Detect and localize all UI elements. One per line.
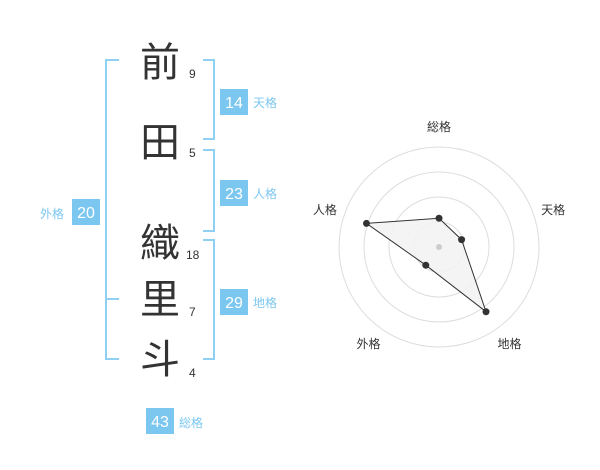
radar-center-dot bbox=[436, 244, 442, 250]
name-char-2: 田 bbox=[140, 120, 180, 166]
name-char-4: 里 bbox=[140, 277, 180, 323]
stroke-count-2: 5 bbox=[189, 146, 196, 160]
radar-point-5 bbox=[362, 219, 370, 227]
brackets bbox=[105, 59, 215, 360]
badge-gaikaku-value: 20 bbox=[77, 205, 95, 222]
stroke-count-4: 7 bbox=[189, 305, 196, 319]
radar-axis-label-3: 地格 bbox=[497, 336, 521, 351]
radar-point-3 bbox=[482, 308, 490, 316]
radar-axis-label-5: 人格 bbox=[313, 202, 337, 217]
radar-point-4 bbox=[422, 261, 430, 269]
radar-axis-label-2: 天格 bbox=[541, 202, 565, 217]
radar-ring bbox=[338, 146, 540, 348]
badge-gaikaku-label: 外格 bbox=[40, 206, 64, 221]
radar-ring bbox=[388, 196, 490, 298]
bracket-tenkaku bbox=[203, 59, 215, 140]
badge-tenkaku-box bbox=[220, 89, 248, 115]
badge-tenkaku-value: 14 bbox=[225, 95, 243, 112]
radar-ring bbox=[363, 171, 515, 323]
badge-soukaku: 43 総格 bbox=[146, 408, 203, 434]
name-char-5: 斗 bbox=[140, 337, 180, 383]
bracket-jinkaku bbox=[203, 149, 215, 232]
badge-gaikaku: 外格 20 bbox=[40, 199, 100, 225]
radar-axis-label-1: 総格 bbox=[427, 119, 451, 134]
badge-chikaku: 29 地格 bbox=[220, 289, 277, 315]
badge-soukaku-label: 総格 bbox=[179, 415, 203, 430]
badge-chikaku-value: 29 bbox=[225, 295, 243, 312]
bracket-gaikaku bbox=[105, 59, 119, 360]
badge-soukaku-box bbox=[146, 408, 174, 434]
stroke-count-1: 9 bbox=[189, 67, 196, 81]
badge-soukaku-value: 43 bbox=[151, 414, 169, 431]
badge-chikaku-label: 地格 bbox=[253, 295, 277, 310]
bracket-chikaku bbox=[203, 239, 215, 360]
stroke-count-5: 4 bbox=[189, 366, 196, 380]
badge-jinkaku-box bbox=[220, 180, 248, 206]
name-char-1: 前 bbox=[140, 40, 180, 86]
badge-chikaku-box bbox=[220, 289, 248, 315]
radar-axis-label-4: 外格 bbox=[356, 336, 380, 351]
radar-point-2 bbox=[458, 236, 466, 244]
badge-tenkaku-label: 天格 bbox=[253, 95, 277, 110]
badge-gaikaku-box bbox=[72, 199, 100, 225]
badge-jinkaku-value: 23 bbox=[225, 186, 243, 203]
stroke-count-3: 18 bbox=[186, 248, 200, 262]
radar-point-1 bbox=[435, 214, 443, 222]
name-char-3: 織 bbox=[140, 221, 180, 267]
badge-jinkaku: 23 人格 bbox=[220, 180, 277, 206]
badge-jinkaku-label: 人格 bbox=[253, 186, 277, 201]
badge-tenkaku: 14 天格 bbox=[220, 89, 277, 115]
radar-points bbox=[362, 214, 490, 316]
